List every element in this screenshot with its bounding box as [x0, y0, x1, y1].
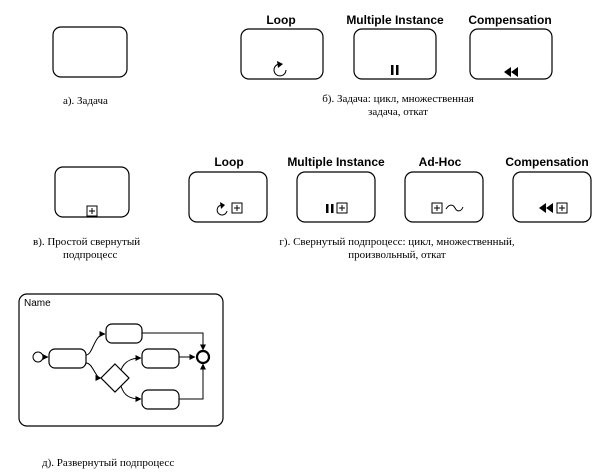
- caption-c-line1: в). Простой свернутый: [33, 236, 140, 248]
- flow-gateway-d: [120, 385, 142, 402]
- plus-marker-icon: [431, 202, 443, 214]
- subprocess-ad-hoc: [404, 171, 484, 223]
- caption-b-line1: б). Задача: цикл, множественная: [322, 93, 474, 105]
- header-compensation-1: Compensation: [468, 13, 551, 27]
- caption-c-line2: подпроцесс: [63, 249, 117, 261]
- caption-a: а). Задача: [63, 95, 108, 107]
- activity-a: [48, 348, 87, 369]
- header-loop-2: Loop: [214, 155, 243, 169]
- subprocess-collapsed: [54, 166, 130, 218]
- plus-marker-icon: [231, 202, 243, 214]
- task-multiple-instance: [353, 28, 437, 80]
- caption-e: д). Развернутый подпроцесс: [42, 457, 174, 469]
- header-multiple-instance-1: Multiple Instance: [346, 13, 444, 27]
- loop-icon: [216, 202, 228, 216]
- gateway: [100, 363, 130, 393]
- flow-a-b: [85, 331, 106, 356]
- start-event: [32, 351, 44, 363]
- flow-b-end: [142, 332, 206, 351]
- caption-d-line1: г). Свернутый подпроцесс: цикл, множеств…: [279, 236, 514, 248]
- header-compensation-2: Compensation: [505, 155, 588, 169]
- activity-c: [141, 348, 180, 369]
- task-loop: [240, 28, 324, 80]
- rewind-icon: [504, 67, 518, 77]
- rewind-icon: [539, 203, 553, 213]
- flow-a-gateway: [85, 362, 102, 381]
- plus-marker-icon: [336, 202, 348, 214]
- activity-d: [141, 389, 180, 410]
- tilde-icon: [445, 204, 464, 212]
- flow-gateway-c: [120, 355, 142, 371]
- plus-marker-icon: [86, 205, 98, 217]
- parallel-bars-icon: [391, 65, 399, 75]
- subprocess-name: Name: [24, 298, 51, 309]
- header-multiple-instance-2: Multiple Instance: [287, 155, 385, 169]
- flow-d-end: [179, 363, 206, 400]
- caption-b-line2: задача, откат: [368, 106, 428, 118]
- header-loop-1: Loop: [266, 13, 295, 27]
- loop-icon: [273, 61, 287, 77]
- task-plain: [52, 26, 128, 78]
- subprocess-loop: [188, 171, 268, 223]
- subprocess-expanded: Name: [18, 293, 224, 427]
- end-event: [195, 349, 211, 365]
- activity-b: [105, 323, 143, 344]
- header-ad-hoc: Ad-Hoc: [419, 155, 462, 169]
- parallel-bars-icon: [326, 204, 334, 213]
- subprocess-compensation: [512, 171, 592, 223]
- task-compensation: [469, 28, 553, 80]
- plus-marker-icon: [556, 202, 568, 214]
- caption-d-line2: произвольный, откат: [348, 249, 446, 261]
- subprocess-multiple-instance: [296, 171, 376, 223]
